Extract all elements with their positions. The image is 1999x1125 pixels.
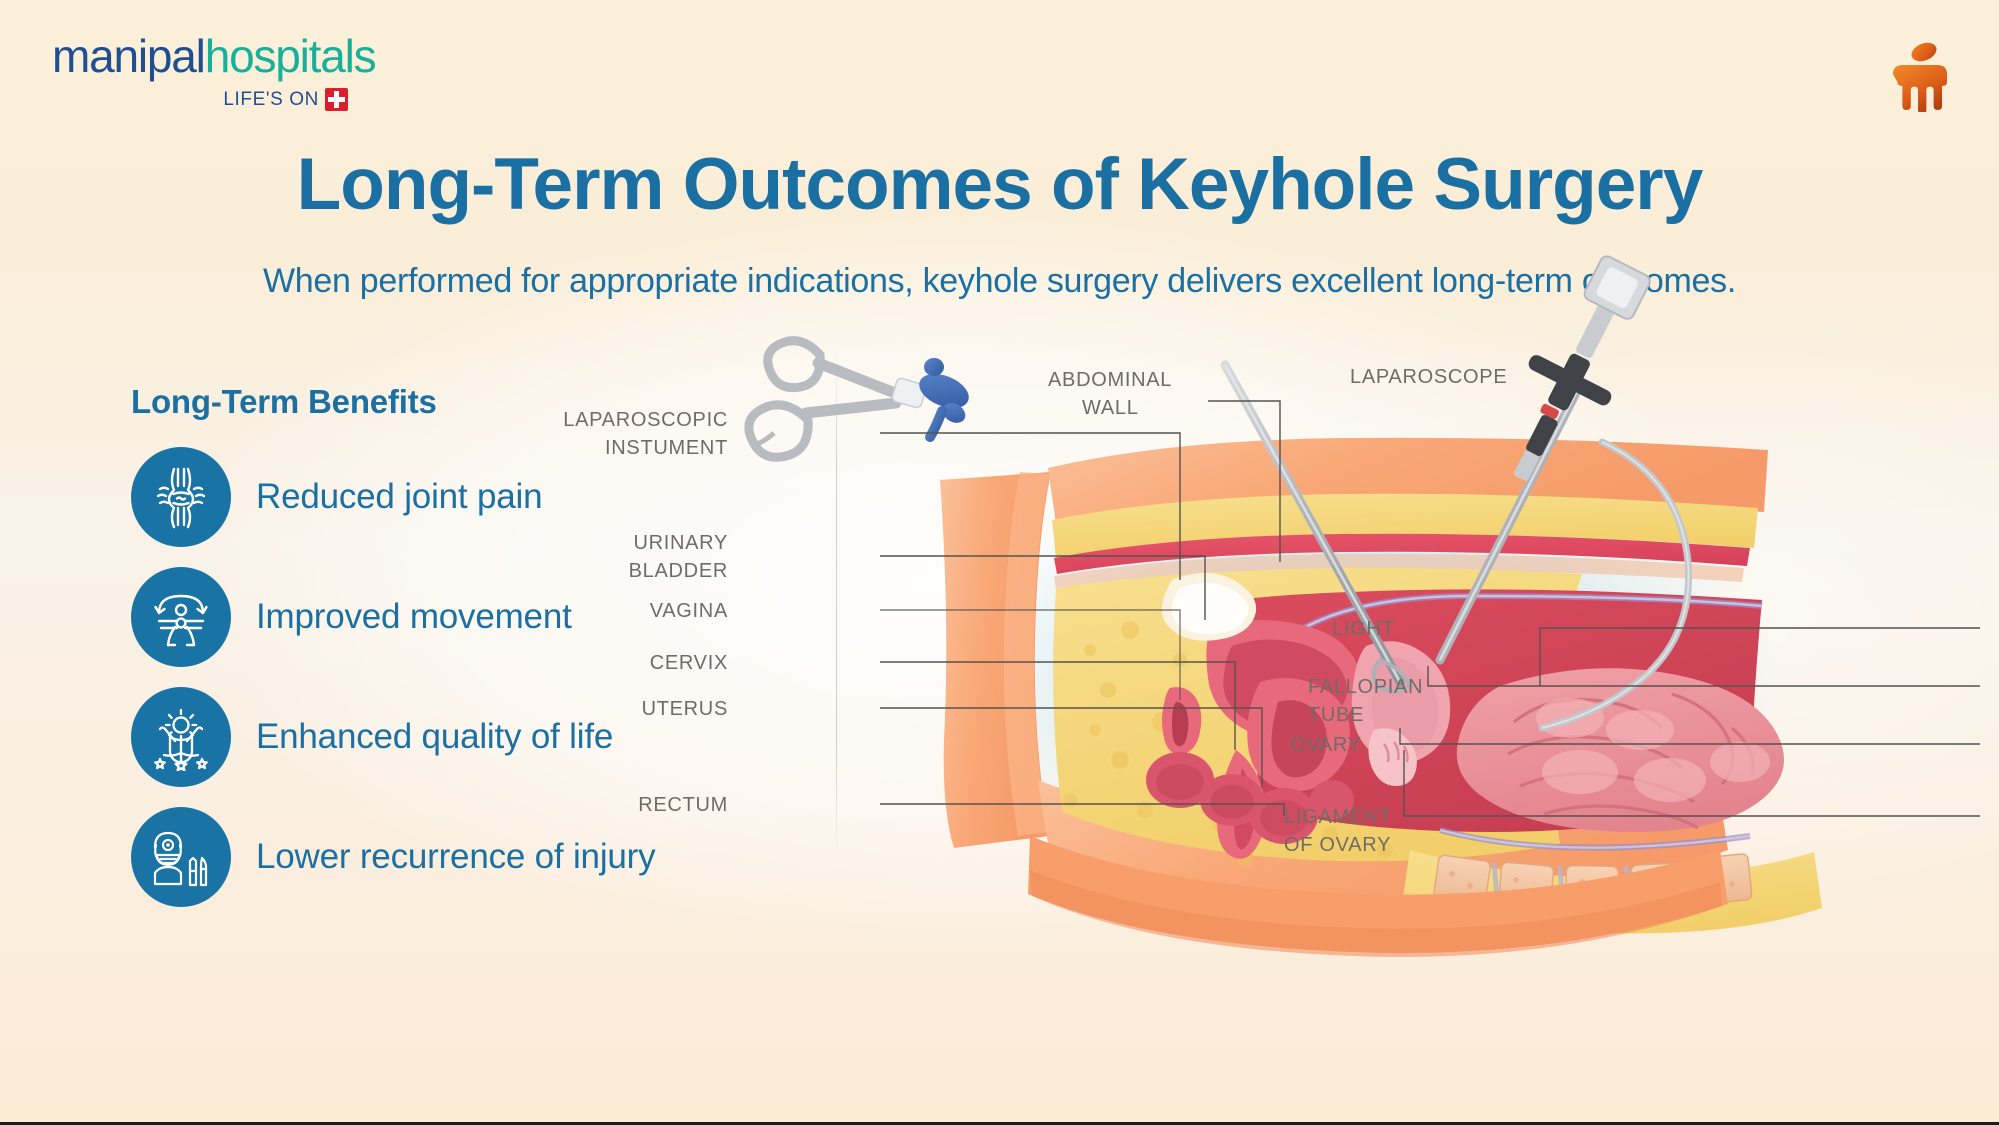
joint-bone-icon <box>131 447 231 547</box>
logo-tagline-row: LIFE'S ON <box>52 88 348 111</box>
label-rectum: RECTUM <box>638 794 728 816</box>
benefit-item-lower-recurrence-of-injury[interactable]: Lower recurrence of injury <box>131 807 791 907</box>
label-laparoscopic-instrument-line1: LAPAROSCOPIC <box>563 409 728 431</box>
benefit-item-enhanced-quality-of-life[interactable]: Enhanced quality of life <box>131 687 791 787</box>
vertical-divider <box>836 352 837 860</box>
label-light: LIGHT <box>1332 618 1394 640</box>
label-uterus: UTERUS <box>642 698 728 720</box>
benefit-label: Lower recurrence of injury <box>256 837 656 876</box>
benefits-heading: Long-Term Benefits <box>131 383 437 420</box>
benefit-item-reduced-joint-pain[interactable]: Reduced joint pain <box>131 447 791 547</box>
logo-tagline-text: LIFE'S ON <box>223 88 319 110</box>
label-vagina: VAGINA <box>650 600 728 622</box>
label-laparoscopic-instrument-line2: INSTUMENT <box>605 437 728 459</box>
label-cervix: CERVIX <box>650 652 728 674</box>
manipal-figure-mark-icon <box>1883 36 1957 114</box>
benefit-item-improved-movement[interactable]: Improved movement <box>131 567 791 667</box>
label-ligament-of-ovary-line1: LIGAMENT <box>1284 806 1392 828</box>
logo-wordmark: manipalhospitals <box>52 33 472 79</box>
label-fallopian-tube-line1: FALLOPIAN <box>1308 676 1423 698</box>
benefit-label: Reduced joint pain <box>256 477 543 516</box>
logo-manipal-text: manipal <box>52 30 206 82</box>
label-abdominal-wall-line1: ABDOMINAL <box>1048 369 1172 391</box>
logo-hospitals-text: hospitals <box>204 30 377 82</box>
label-urinary-bladder-line1: URINARY <box>633 532 728 554</box>
page-title: Long-Term Outcomes of Keyhole Surgery <box>296 144 1704 225</box>
label-abdominal-wall-line2: WALL <box>1082 397 1139 419</box>
page-subtitle: When performed for appropriate indicatio… <box>263 262 1736 300</box>
red-cross-icon <box>325 88 348 111</box>
surgeon-scalpel-syringe-icon <box>131 807 231 907</box>
laparoscopic-pelvic-cross-section-illustration: LAPAROSCOPIC INSTUMENT ABDOMINAL WALL LA… <box>563 255 1980 1010</box>
label-fallopian-tube-line2: TUBE <box>1308 704 1364 726</box>
label-laparoscope: LAPAROSCOPE <box>1350 366 1507 388</box>
person-stretching-arrows-icon <box>131 567 231 667</box>
label-ovary: OVARY <box>1290 734 1362 756</box>
manipal-hospitals-logo[interactable]: manipalhospitals LIFE'S ON <box>52 33 472 111</box>
label-ligament-of-ovary-line2: OF OVARY <box>1284 834 1391 856</box>
person-sun-stars-icon <box>131 687 231 787</box>
benefits-section: Long-Term Benefits <box>131 383 791 927</box>
label-urinary-bladder-line2: BLADDER <box>629 560 728 582</box>
benefit-label: Improved movement <box>256 597 572 636</box>
benefit-label: Enhanced quality of life <box>256 717 614 756</box>
